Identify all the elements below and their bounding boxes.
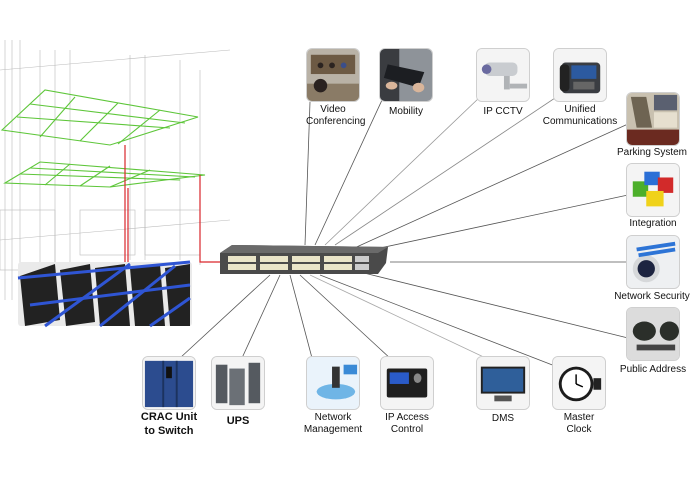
link-integration [379, 194, 629, 249]
server-racks [17, 260, 192, 328]
tile-unified-communications[interactable] [553, 48, 607, 102]
link-cctv [324, 96, 481, 246]
puzzle-icon [627, 164, 679, 216]
power-cables [124, 145, 222, 265]
label-mobility: Mobility [389, 106, 423, 117]
label-ip-cctv: IP CCTV [483, 106, 523, 117]
tile-network-management[interactable] [306, 356, 360, 410]
tile-master-clock[interactable] [552, 356, 606, 410]
access-terminal-icon [381, 357, 433, 409]
network-switch[interactable] [218, 243, 390, 277]
link-clock [319, 274, 556, 367]
link-ups [241, 274, 281, 359]
label-integration: Integration [629, 218, 677, 229]
link-crac [179, 274, 271, 359]
video-conference-icon [307, 49, 359, 101]
tablet-icon [380, 49, 432, 101]
ups-icon [212, 357, 264, 409]
link-parking [349, 123, 629, 251]
tile-parking-system[interactable] [626, 92, 680, 146]
link-uc [334, 97, 556, 246]
tile-crac-unit[interactable] [142, 356, 196, 410]
tile-ups[interactable] [211, 356, 265, 410]
tile-network-security[interactable] [626, 235, 680, 289]
cctv-camera-icon [477, 49, 529, 101]
link-mobility [314, 99, 383, 246]
network-management-icon [307, 357, 359, 409]
tile-mobility[interactable] [379, 48, 433, 102]
tile-public-address[interactable] [626, 307, 680, 361]
data-center-building [0, 40, 230, 328]
label-public-address: Public Address [619, 364, 687, 375]
label-dms: DMS [491, 413, 515, 424]
loudspeaker-icon [627, 308, 679, 360]
link-access [299, 274, 393, 361]
cable-tray-grid-lower [3, 161, 206, 188]
link-dms [309, 274, 491, 361]
link-pa [359, 271, 629, 339]
label-parking-system: Parking System [616, 147, 688, 158]
tile-dms[interactable] [476, 356, 530, 410]
clock-icon [553, 357, 605, 409]
label-network-security: Network Security [614, 291, 690, 302]
tile-integration[interactable] [626, 163, 680, 217]
link-video [304, 101, 311, 246]
label-ups: UPS [226, 415, 250, 427]
display-icon [477, 357, 529, 409]
tile-ip-cctv[interactable] [476, 48, 530, 102]
lock-cable-icon [627, 236, 679, 288]
tile-video-conferencing[interactable] [306, 48, 360, 102]
tile-ip-access-control[interactable] [380, 356, 434, 410]
cable-tray-grid-upper [0, 89, 199, 146]
ip-phone-icon [554, 49, 606, 101]
link-netmgmt [289, 274, 313, 359]
crac-unit-icon [143, 357, 195, 409]
parking-icon [627, 93, 679, 145]
